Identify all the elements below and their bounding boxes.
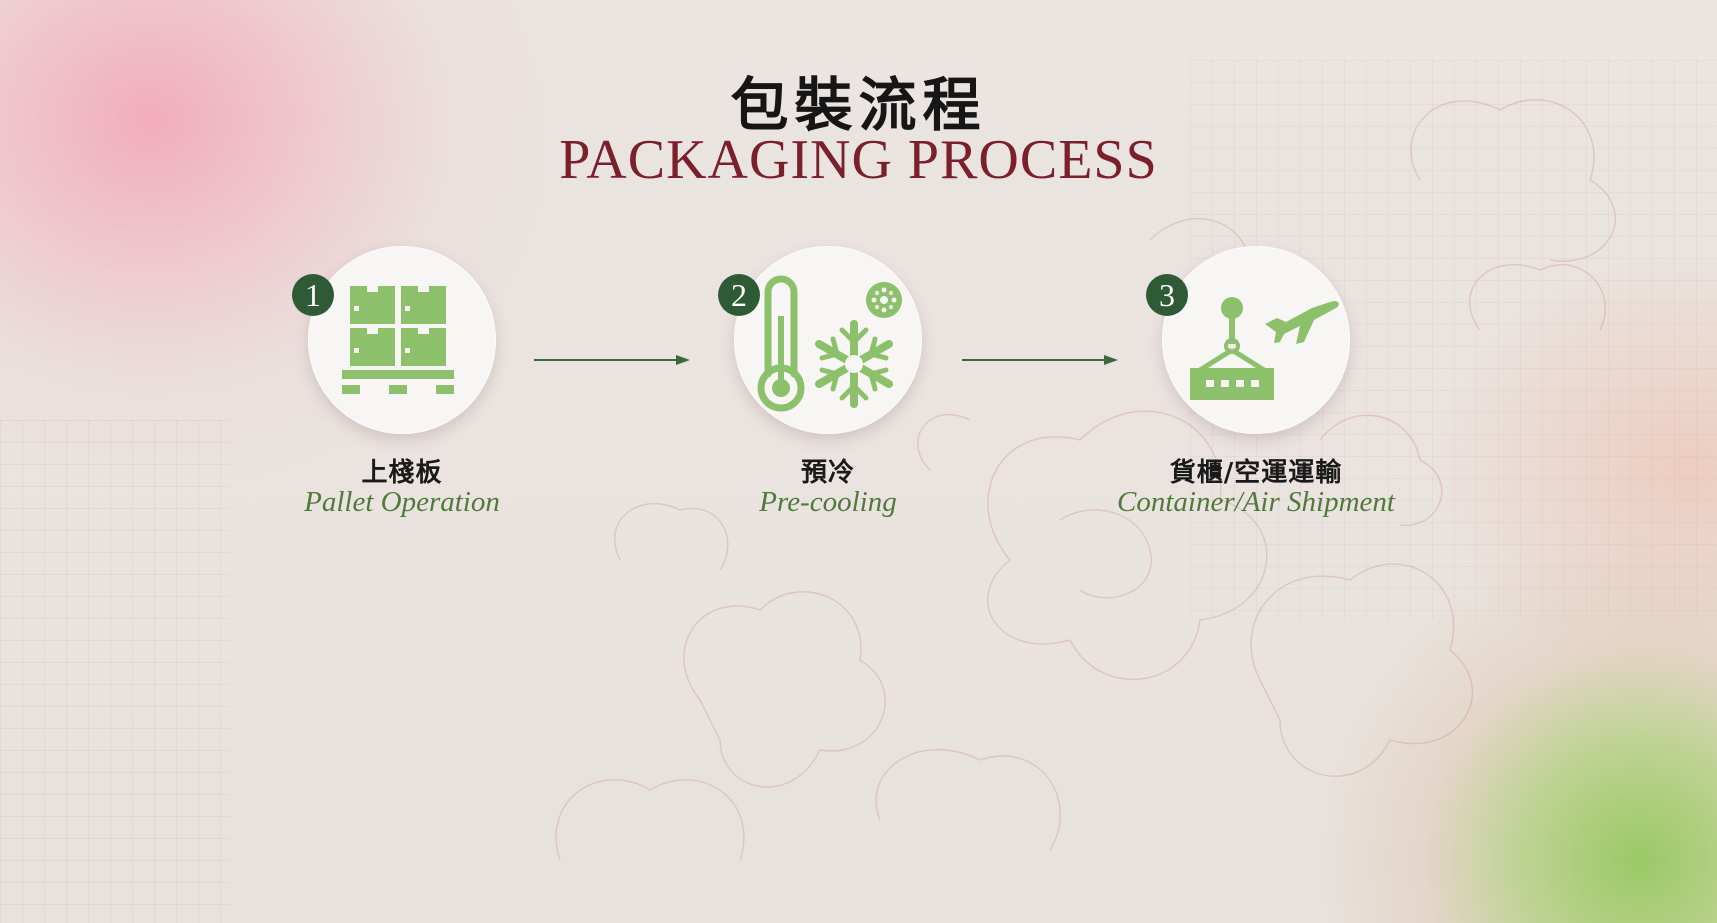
- step-2-badge: 2: [718, 274, 760, 316]
- step-3-label-cn: 貨櫃/空運運輸: [1169, 458, 1343, 488]
- arrow-right-icon: [962, 355, 1118, 365]
- thermometer-snowflake-icon: [757, 275, 902, 412]
- step-3-circle: [1162, 246, 1350, 434]
- page-title-chinese: 包裝流程: [730, 71, 987, 139]
- step-1-badge: 1: [292, 274, 334, 316]
- pallet-boxes-icon: [342, 286, 454, 394]
- step-1-label-en: Pallet Operation: [304, 486, 500, 518]
- step-2-label-en: Pre-cooling: [759, 486, 897, 518]
- step-3-badge: 3: [1146, 274, 1188, 316]
- page-title-english: PACKAGING PROCESS: [559, 129, 1158, 191]
- arrow-right-icon: [534, 355, 690, 365]
- step-3-label-en: Container/Air Shipment: [1117, 486, 1395, 518]
- step-1-label-cn: 上棧板: [361, 458, 443, 488]
- step-2-circle: [734, 246, 922, 434]
- step-1-circle: [308, 246, 496, 434]
- step-2-label-cn: 預冷: [800, 458, 855, 488]
- container-crane-airplane-icon: [1190, 297, 1339, 400]
